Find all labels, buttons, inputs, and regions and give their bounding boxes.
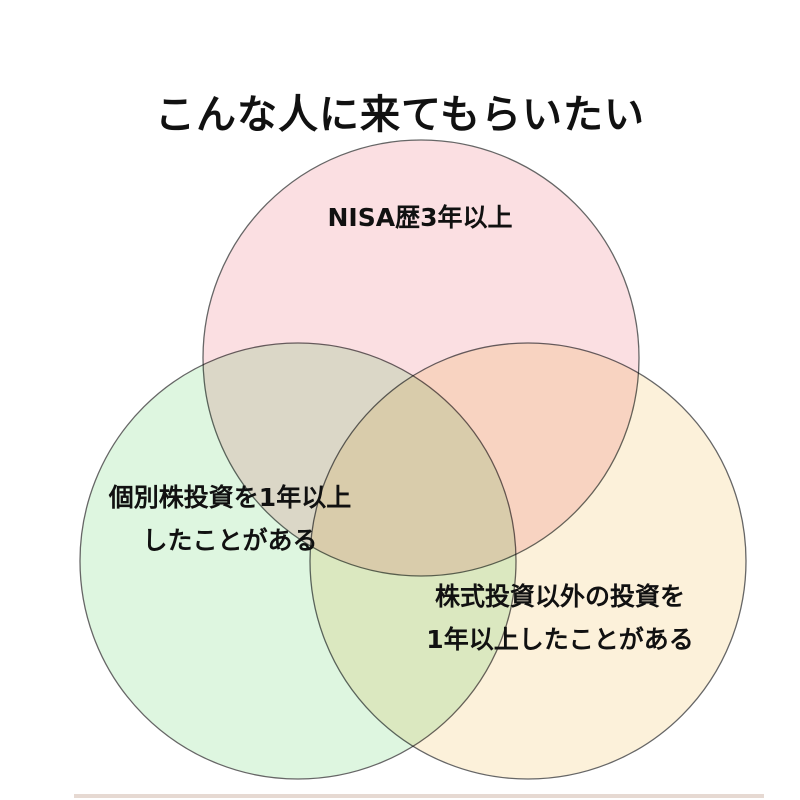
label-line: 株式投資以外の投資を: [434, 582, 685, 611]
label-line: 1年以上したことがある: [426, 625, 694, 654]
page-title: こんな人に来てもらいたい: [155, 92, 645, 138]
label-individual-stocks: 個別株投資を1年以上 したことがある: [60, 476, 400, 562]
label-line: したことがある: [142, 526, 318, 555]
label-nisa: NISA歴3年以上: [327, 203, 513, 232]
label-other-investments: 株式投資以外の投資を 1年以上したことがある: [390, 575, 730, 661]
circle-other-investments: [309, 342, 747, 780]
label-line: 個別株投資を1年以上: [108, 483, 352, 512]
divider: [74, 794, 764, 798]
